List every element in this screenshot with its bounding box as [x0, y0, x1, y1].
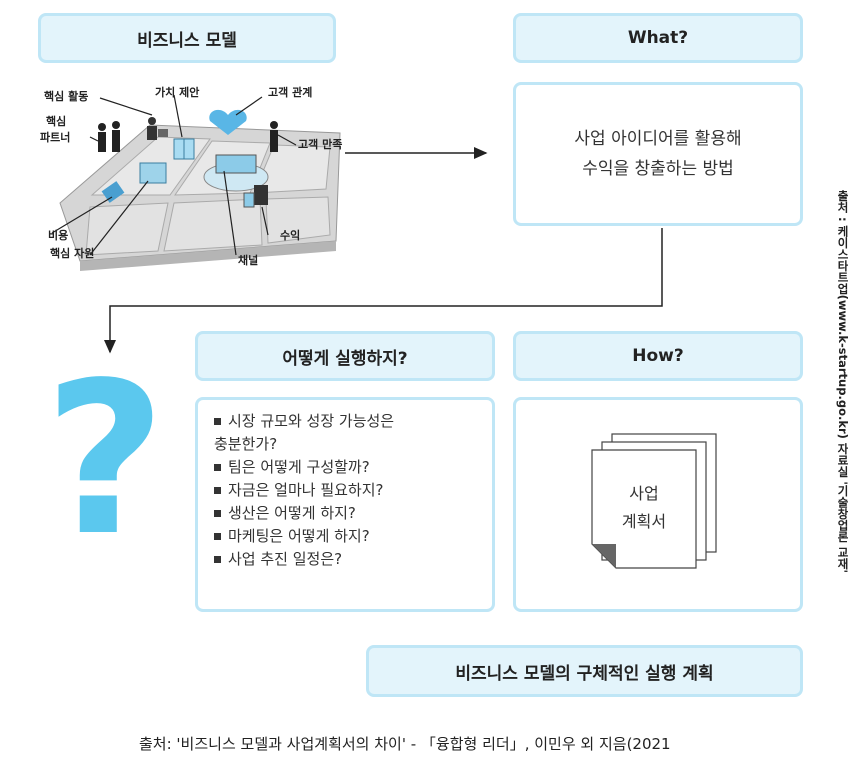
resources-icon: [139, 162, 167, 184]
heart-icon: [209, 109, 247, 135]
what-line-2: 수익을 창출하는 방법: [582, 159, 734, 179]
business-model-title: 비즈니스 모델: [137, 30, 237, 51]
bullet-icon: [214, 418, 221, 425]
bullet-icon: [214, 510, 221, 517]
what-title: What?: [627, 28, 689, 48]
bullet-icon: [214, 533, 221, 540]
label-key-resources: 핵심 자원: [50, 247, 95, 260]
label-customer-relations: 고객 관계: [268, 86, 313, 99]
what-box: 사업 아이디어를 활용해 수익을 창출하는 방법: [513, 82, 803, 226]
list-item: 생산은 어떻게 하지?: [214, 502, 492, 525]
business-model-header: 비즈니스 모델: [38, 13, 336, 63]
execute-box: 시장 규모와 성장 가능성은 충분한가? 팀은 어떻게 구성할까? 자금은 얼마…: [195, 397, 495, 612]
how-box: 사업 계획서: [513, 397, 803, 612]
execute-title: 어떻게 실행하지?: [282, 348, 408, 369]
document-stack-icon: [591, 433, 717, 569]
business-model-illustration: [51, 94, 341, 271]
bullet-icon: [214, 464, 221, 471]
document-text: 사업 계획서: [592, 480, 696, 536]
document-line-1: 사업: [629, 484, 659, 503]
list-item-continued: 충분한가?: [214, 435, 278, 453]
how-title: How?: [632, 346, 684, 366]
what-header: What?: [513, 13, 803, 63]
execute-header: 어떻게 실행하지?: [195, 331, 495, 381]
bullet-icon: [214, 556, 221, 563]
label-revenue: 수익: [280, 229, 301, 242]
question-mark: ?: [44, 337, 166, 582]
bullet-icon: [214, 487, 221, 494]
what-line-1: 사업 아이디어를 활용해: [574, 129, 742, 149]
arrow-what-to-question: [104, 228, 663, 354]
activity-person-icon: [147, 117, 168, 140]
list-item: 자금은 얼마나 필요하지?: [214, 479, 492, 502]
execution-plan-banner: 비즈니스 모델의 구체적인 실행 계획: [366, 645, 803, 697]
list-item: 시장 규모와 성장 가능성은: [214, 410, 492, 433]
list-item: 마케팅은 어떻게 하지?: [214, 525, 492, 548]
how-header: How?: [513, 331, 803, 381]
label-key-partners-2: 파트너: [40, 131, 71, 144]
label-customer-satisfaction: 고객 만족: [298, 138, 343, 151]
cost-tag-icon: [101, 181, 125, 203]
customer-person-icon: [270, 121, 278, 152]
side-source-credit: 출처 : 케이스타트업(www.k-startup.go.kr) 자료실 '기술…: [836, 190, 848, 573]
label-value-proposition: 가치 제안: [155, 86, 200, 99]
label-channel: 채널: [238, 254, 259, 267]
question-list: 시장 규모와 성장 가능성은 충분한가? 팀은 어떻게 구성할까? 자금은 얼마…: [198, 400, 492, 571]
partners-people-icon: [98, 121, 120, 152]
list-item: 사업 추진 일정은?: [214, 548, 492, 571]
document-line-2: 계획서: [621, 512, 667, 531]
label-key-activities: 핵심 활동: [44, 90, 89, 103]
revenue-icon: [254, 185, 268, 205]
label-key-partners-1: 핵심: [46, 115, 67, 128]
footer-credit: 출처: '비즈니스 모델과 사업계획서의 차이' - 「융합형 리더」, 이민우…: [139, 735, 671, 753]
label-cost: 비용: [48, 229, 69, 242]
list-item: 팀은 어떻게 구성할까?: [214, 456, 492, 479]
execution-plan-text: 비즈니스 모델의 구체적인 실행 계획: [455, 663, 714, 684]
